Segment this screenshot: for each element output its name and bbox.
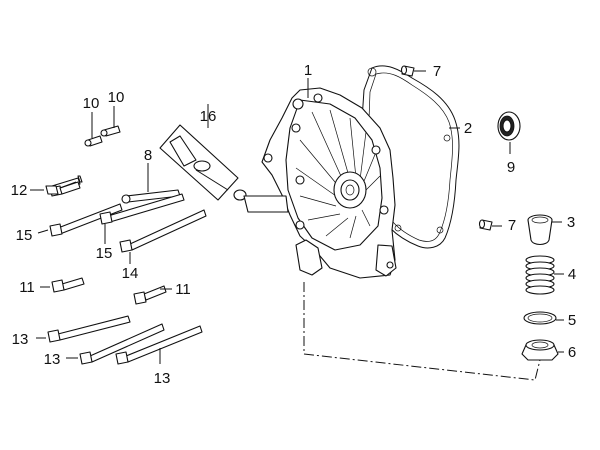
callout-10b: 10 — [108, 89, 125, 106]
flange-bolt-11b — [133, 285, 172, 305]
callout-4: 4 — [568, 266, 576, 283]
callout-9: 9 — [507, 159, 515, 176]
strainer-spring — [525, 255, 564, 295]
callout-3: 3 — [567, 214, 575, 231]
o-ring — [523, 311, 564, 325]
oil-strainer-cap — [527, 214, 562, 246]
drain-plug — [521, 339, 564, 361]
bracket-rod — [233, 189, 289, 213]
flange-bolt-14 — [119, 209, 207, 264]
pin-bolt-b — [100, 106, 121, 137]
right-crankcase-cover — [261, 87, 397, 279]
callout-1: 1 — [304, 62, 312, 79]
callout-15b: 15 — [96, 245, 113, 262]
assembly-line — [303, 282, 541, 381]
flange-bolt-12 — [30, 175, 83, 197]
callout-16: 16 — [200, 108, 217, 125]
callout-11b: 11 — [175, 281, 191, 298]
oil-seal — [497, 111, 521, 154]
callout-14: 14 — [122, 265, 139, 282]
callout-13a: 13 — [12, 331, 29, 348]
dipstick-assembly — [159, 104, 239, 201]
callout-7a: 7 — [433, 63, 441, 80]
flange-bolt-13b — [66, 323, 165, 365]
dowel-pin-top — [400, 65, 426, 77]
flange-bolt-11a — [40, 277, 85, 293]
dowel-pin-bottom — [478, 219, 502, 231]
flange-bolt-13a — [36, 315, 131, 343]
callout-2: 2 — [464, 120, 472, 137]
flange-bolt-15b — [99, 193, 185, 244]
callout-7b: 7 — [508, 217, 516, 234]
callout-12: 12 — [11, 182, 28, 199]
flange-bolt-13c — [115, 325, 203, 365]
callout-5: 5 — [568, 312, 576, 329]
callout-11a: 11 — [19, 279, 35, 296]
callout-10a: 10 — [83, 95, 100, 112]
callout-15a: 15 — [16, 227, 33, 244]
callout-13c: 13 — [154, 370, 171, 387]
callout-8: 8 — [144, 147, 152, 164]
callout-13b: 13 — [44, 351, 61, 368]
pin-bolt-a — [84, 112, 103, 147]
flange-bolt-15a — [37, 203, 123, 237]
callout-6: 6 — [568, 344, 576, 361]
